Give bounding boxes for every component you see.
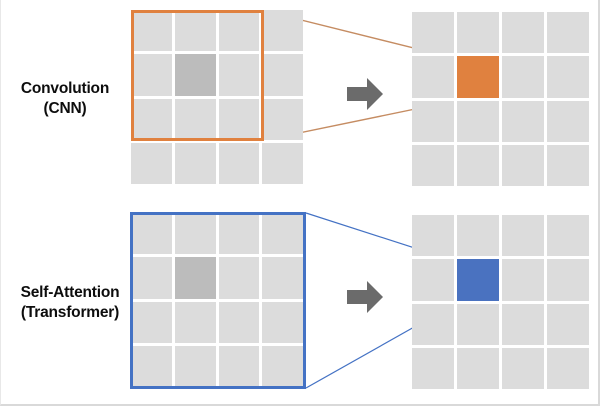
right-arrow-icon-self-attention bbox=[347, 281, 383, 313]
source-grid-self-attention bbox=[131, 213, 303, 387]
row-label-sa-line1: Self-Attention bbox=[20, 284, 120, 301]
grid-cell bbox=[174, 98, 216, 140]
grid-cell bbox=[502, 215, 544, 257]
row-label-cnn-line2: (CNN) bbox=[43, 99, 87, 117]
grid-cell bbox=[457, 144, 499, 186]
grid-cell bbox=[547, 56, 589, 98]
grid-cell bbox=[131, 54, 172, 96]
grid-cell bbox=[131, 345, 172, 387]
grid-cell bbox=[502, 347, 544, 389]
grid-cell bbox=[412, 100, 454, 142]
row-label-cnn-line1: Convolution bbox=[20, 80, 110, 97]
grid-cell bbox=[457, 347, 499, 389]
grid-cell bbox=[262, 345, 303, 387]
output-grid-cnn bbox=[412, 12, 589, 186]
query-cell-cnn bbox=[174, 54, 216, 96]
grid-cell bbox=[262, 213, 303, 255]
output-grid-self-attention bbox=[412, 215, 589, 389]
grid-cell bbox=[262, 257, 303, 299]
grid-cell bbox=[218, 54, 260, 96]
receptive-field-box-cnn bbox=[131, 10, 264, 141]
grid-cell bbox=[502, 303, 544, 345]
grid-cell bbox=[457, 100, 499, 142]
grid-cell bbox=[412, 56, 454, 98]
grid-cell bbox=[457, 12, 499, 54]
receptive-field-box-self-attention bbox=[130, 212, 306, 389]
grid-cell bbox=[262, 98, 303, 140]
grid-cell bbox=[412, 215, 454, 257]
grid-cell bbox=[547, 303, 589, 345]
grid-cell bbox=[547, 215, 589, 257]
grid-cell bbox=[218, 213, 260, 255]
grid-cell bbox=[218, 301, 260, 343]
grid-cell bbox=[174, 301, 216, 343]
grid-cell bbox=[412, 259, 454, 301]
grid-cell bbox=[174, 345, 216, 387]
grid-cell bbox=[174, 10, 216, 52]
grid-cell bbox=[131, 301, 172, 343]
grid-cell bbox=[131, 142, 172, 184]
grid-cell bbox=[262, 54, 303, 96]
right-arrow-icon-cnn bbox=[347, 78, 383, 110]
grid-cell bbox=[547, 100, 589, 142]
grid-cell bbox=[547, 144, 589, 186]
source-grid-cnn bbox=[131, 10, 303, 184]
grid-cell bbox=[218, 142, 260, 184]
grid-cell bbox=[502, 12, 544, 54]
grid-cell bbox=[218, 98, 260, 140]
grid-cell bbox=[547, 259, 589, 301]
row-label-cnn: Convolution (CNN) bbox=[1, 79, 129, 119]
grid-cell bbox=[218, 10, 260, 52]
grid-cell bbox=[412, 347, 454, 389]
grid-cell bbox=[218, 257, 260, 299]
grid-cell bbox=[502, 100, 544, 142]
grid-cell bbox=[547, 347, 589, 389]
query-cell-self-attention bbox=[174, 257, 216, 299]
grid-cell bbox=[262, 10, 303, 52]
grid-cell bbox=[131, 213, 172, 255]
output-highlight-cell-self-attention bbox=[457, 259, 499, 301]
output-highlight-cell-cnn bbox=[457, 56, 499, 98]
row-label-sa-line2: (Transformer) bbox=[20, 303, 120, 321]
row-label-self-attention: Self-Attention (Transformer) bbox=[1, 283, 139, 323]
grid-cell bbox=[412, 144, 454, 186]
grid-cell bbox=[262, 301, 303, 343]
grid-cell bbox=[457, 215, 499, 257]
grid-cell bbox=[412, 12, 454, 54]
grid-cell bbox=[457, 303, 499, 345]
grid-cell bbox=[262, 142, 303, 184]
grid-cell bbox=[412, 303, 454, 345]
grid-cell bbox=[174, 213, 216, 255]
grid-cell bbox=[174, 142, 216, 184]
grid-cell bbox=[502, 56, 544, 98]
grid-cell bbox=[218, 345, 260, 387]
grid-cell bbox=[131, 257, 172, 299]
grid-cell bbox=[502, 144, 544, 186]
grid-cell bbox=[547, 12, 589, 54]
grid-cell bbox=[131, 10, 172, 52]
grid-cell bbox=[502, 259, 544, 301]
grid-cell bbox=[131, 98, 172, 140]
